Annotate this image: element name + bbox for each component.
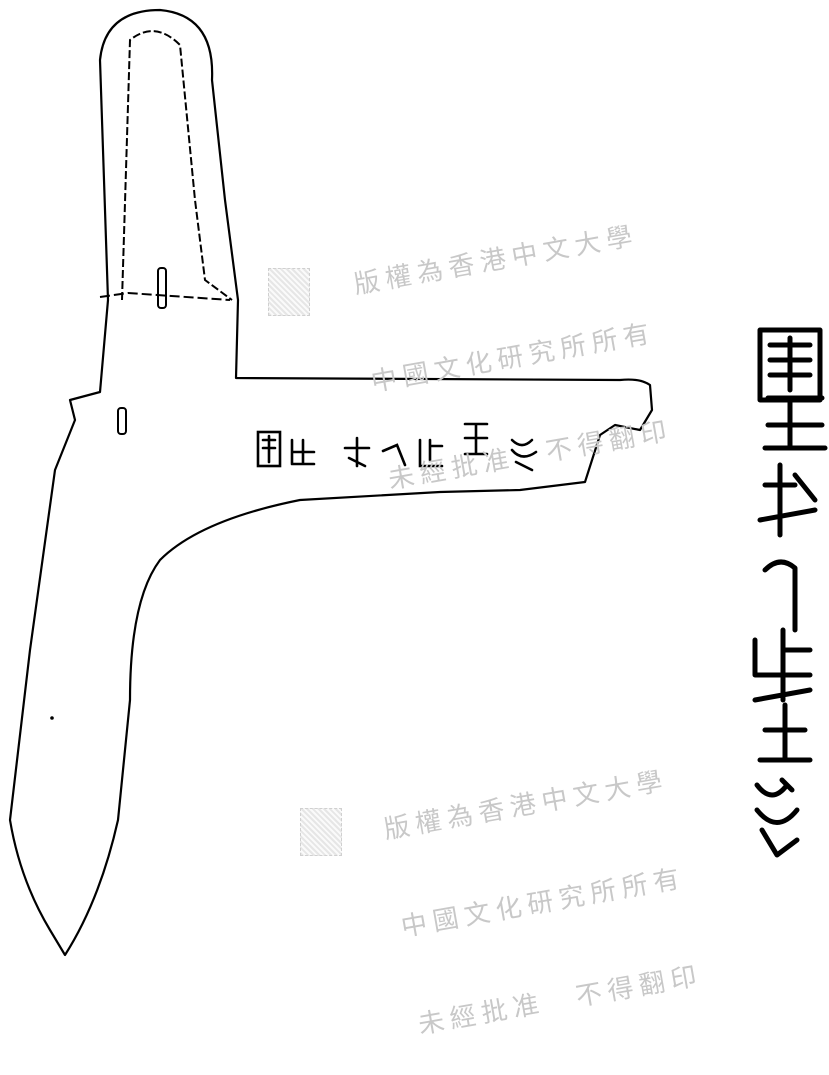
watermark-seal-upper bbox=[268, 268, 310, 316]
blade-glyph-3 bbox=[343, 436, 371, 468]
dagger-axe-outline bbox=[8, 8, 654, 957]
watermark-seal-lower bbox=[300, 808, 342, 856]
inscription-transcription bbox=[752, 327, 828, 858]
dot-mark bbox=[50, 716, 54, 720]
watermark-upper: 版權為香港中文大學 中國文化研究所所有 未經批准 不得翻印 bbox=[340, 155, 681, 530]
watermark-lower: 版權為香港中文大學 中國文化研究所所有 未經批准 不得翻印 bbox=[370, 700, 711, 1075]
watermark-line3: 未經批准 不得翻印 bbox=[386, 415, 675, 496]
inscription-glyph-1 bbox=[757, 327, 828, 451]
perforation-upper bbox=[157, 267, 167, 309]
inscription-glyph-2 bbox=[757, 462, 818, 538]
inscription-glyph-3 bbox=[762, 559, 798, 633]
blade-glyph-4 bbox=[381, 443, 407, 467]
watermark-line1: 版權為香港中文大學 bbox=[381, 765, 671, 846]
blade-glyph-6 bbox=[463, 422, 489, 456]
tang-inner-outline bbox=[121, 30, 233, 301]
blade-glyph-5 bbox=[418, 438, 444, 468]
blade-glyph-1 bbox=[256, 430, 282, 468]
blade-glyph-2 bbox=[290, 438, 316, 466]
inscription-glyph-4 bbox=[752, 627, 813, 703]
watermark-line2: 中國文化研究所所有 bbox=[368, 318, 658, 399]
collar-line bbox=[99, 291, 231, 301]
bronze-ge-dagger-axe-rubbing bbox=[8, 8, 828, 957]
inscription-glyph-6 bbox=[754, 777, 800, 858]
watermark-line3: 未經批准 不得翻印 bbox=[416, 960, 705, 1041]
blade-inscription bbox=[256, 422, 538, 472]
inscription-glyph-5 bbox=[757, 702, 813, 763]
blade-glyph-7 bbox=[510, 438, 538, 472]
watermark-line2: 中國文化研究所所有 bbox=[398, 863, 688, 944]
watermark-line1: 版權為香港中文大學 bbox=[351, 220, 641, 301]
perforation-lower bbox=[117, 407, 127, 435]
